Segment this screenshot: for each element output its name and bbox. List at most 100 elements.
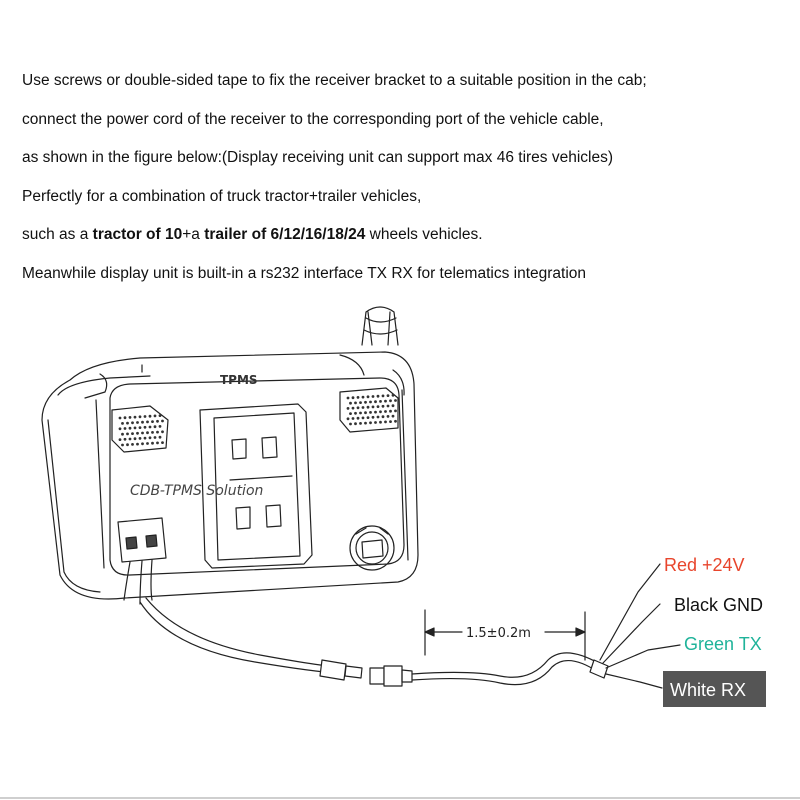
speaker-hole	[381, 415, 385, 419]
speaker-hole	[123, 416, 127, 420]
speaker-hole	[364, 411, 367, 415]
speaker-hole	[123, 437, 127, 441]
speaker-hole	[359, 411, 362, 415]
speaker-hole	[351, 396, 355, 400]
instruction-text: Use screws or double-sided tape to fix t…	[22, 62, 792, 294]
line5-pre: such as a	[22, 226, 93, 244]
speaker-hole	[118, 438, 122, 441]
speaker-hole	[126, 443, 129, 447]
speaker-hole	[374, 421, 377, 424]
speaker-hole	[371, 405, 375, 409]
speaker-hole	[143, 436, 147, 440]
speaker-hole	[394, 409, 397, 413]
speaker-hole	[346, 396, 350, 400]
speaker-hole	[133, 415, 137, 419]
speaker-hole	[118, 416, 122, 420]
speaker-hole	[384, 420, 387, 424]
instruction-line-5: such as a tractor of 10+a trailer of 6/1…	[22, 216, 792, 255]
speaker-hole	[356, 406, 360, 410]
cable-length-dimension	[424, 609, 586, 661]
speaker-hole	[158, 435, 162, 439]
speaker-hole	[146, 431, 149, 435]
battery-cover	[349, 525, 395, 571]
speaker-hole	[138, 437, 142, 440]
speaker-hole	[153, 414, 157, 418]
speaker-hole	[386, 404, 390, 408]
speaker-hole	[391, 404, 395, 408]
speaker-grille-right	[339, 387, 399, 433]
speaker-hole	[349, 412, 352, 415]
speaker-hole	[361, 416, 365, 420]
speaker-hole	[351, 406, 355, 410]
line5-post: wheels vehicles.	[365, 226, 483, 244]
speaker-hole	[128, 426, 132, 430]
speaker-hole	[371, 415, 375, 419]
speaker-hole	[359, 401, 362, 404]
speaker-hole	[151, 431, 154, 434]
speaker-hole	[356, 396, 360, 399]
speaker-hole	[381, 394, 385, 398]
speaker-hole	[364, 421, 367, 425]
speaker-hole	[118, 427, 122, 431]
speaker-hole	[366, 416, 370, 419]
wire-fanout	[599, 563, 681, 689]
instruction-line-3: as shown in the figure below:(Display re…	[22, 149, 614, 167]
line5-trailer: trailer of 6/12/16/18/24	[204, 226, 366, 244]
wire-label-black: Black GND	[674, 595, 763, 615]
speaker-hole	[349, 401, 352, 405]
speaker-hole	[379, 410, 382, 414]
speaker-hole	[161, 430, 164, 434]
speaker-hole	[151, 420, 154, 423]
speaker-hole	[156, 441, 159, 445]
speaker-hole	[391, 393, 395, 397]
speaker-hole	[148, 436, 152, 440]
speaker-hole	[369, 400, 372, 404]
main-cable	[139, 597, 609, 687]
speaker-hole	[364, 400, 367, 404]
speaker-hole	[354, 401, 357, 405]
line5-tractor: tractor of 10	[92, 226, 183, 244]
cable-length-text: 1.5±0.2m	[466, 626, 531, 641]
device-label-text: TPMS	[220, 373, 258, 387]
speaker-hole	[128, 416, 132, 419]
speaker-hole	[161, 441, 164, 444]
speaker-hole	[153, 425, 157, 429]
speaker-hole	[381, 404, 385, 408]
speaker-hole	[356, 416, 360, 420]
speaker-hole	[131, 432, 134, 435]
bottom-divider	[0, 797, 800, 799]
speaker-hole	[379, 400, 382, 403]
speaker-hole	[158, 414, 162, 417]
speaker-hole	[131, 443, 134, 446]
wire-label-white: White RX	[670, 680, 746, 700]
speaker-hole	[376, 405, 380, 408]
speaker-hole	[346, 407, 350, 410]
speaker-hole	[389, 399, 392, 403]
speaker-hole	[143, 425, 147, 429]
speaker-hole	[366, 405, 370, 409]
speaker-hole	[143, 415, 147, 418]
speaker-hole	[384, 410, 387, 413]
speaker-hole	[148, 414, 152, 418]
instruction-line-6: Meanwhile display unit is built-in a rs2…	[22, 264, 587, 282]
speaker-hole	[138, 426, 142, 429]
speaker-hole	[394, 419, 397, 423]
speaker-grille-left	[111, 405, 169, 453]
speaker-hole	[141, 431, 144, 435]
speaker-hole	[161, 419, 164, 423]
speaker-hole	[374, 400, 377, 404]
speaker-hole	[156, 430, 159, 434]
speaker-hole	[354, 422, 357, 426]
speaker-hole	[131, 421, 134, 425]
antenna	[361, 306, 399, 346]
speaker-hole	[384, 399, 387, 403]
speaker-hole	[128, 437, 132, 441]
speaker-hole	[389, 409, 392, 413]
speaker-hole	[121, 432, 124, 436]
line5-mid: +a	[182, 226, 205, 244]
watermark-text: CDB-TPMS Solution	[130, 483, 263, 499]
speaker-hole	[146, 420, 149, 424]
speaker-hole	[138, 415, 142, 419]
speaker-hole	[376, 394, 380, 398]
speaker-hole	[136, 442, 139, 446]
